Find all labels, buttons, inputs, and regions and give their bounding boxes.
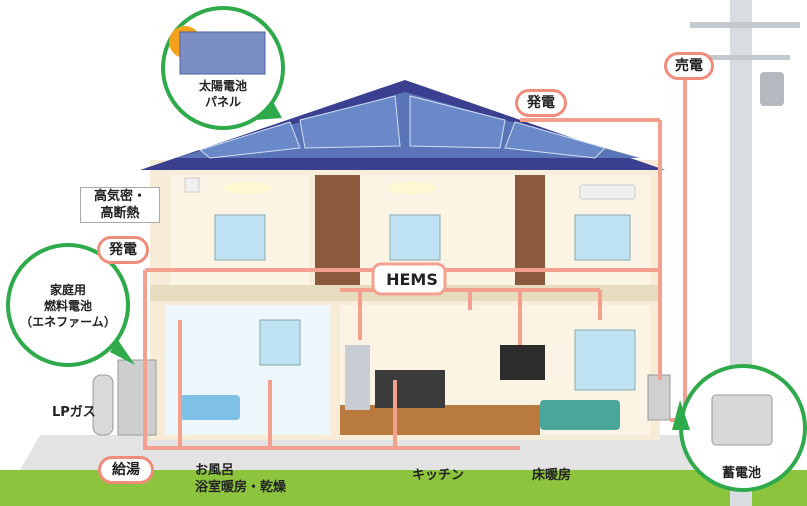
power-conditioner (647, 374, 671, 421)
fuel-cell-callout (6, 243, 130, 367)
roof-solar-panels (198, 95, 606, 159)
bathtub (180, 395, 240, 420)
lawn (0, 470, 807, 506)
hems-label: HEMS (386, 270, 438, 289)
insulation-label: 高気密・ 高断熱 (80, 187, 160, 223)
window-upper-left (214, 214, 266, 261)
fuel-cell-unit (117, 359, 157, 436)
storage-battery-label: 蓄電池 (722, 466, 762, 481)
solar-panel-label: 太陽電池 パネル (198, 79, 247, 109)
sell-power-label: 売電 (664, 52, 714, 80)
bath-label: お風呂 浴室暖房・乾燥 (195, 463, 287, 495)
solar-panel-icon (179, 31, 266, 75)
tv (500, 345, 545, 380)
lp-gas-cylinder (92, 374, 114, 436)
kitchen-label: キッチン (412, 468, 465, 483)
generation-left-label: 発電 (97, 236, 149, 264)
hems-box (371, 262, 447, 296)
battery-icon (711, 394, 773, 446)
floor-heating-label: 床暖房 (532, 468, 572, 483)
kitchen-counter (375, 370, 445, 408)
foundation-slab (20, 435, 720, 470)
generation-top-label: 発電 (515, 89, 567, 117)
transformer (760, 72, 784, 106)
window-upper-mid (389, 214, 441, 261)
window-upper-right (574, 214, 631, 261)
hot-water-label: 給湯 (98, 456, 154, 484)
fuel-cell-label: 家庭用 燃料電池 （エネファーム） (20, 283, 116, 329)
lp-gas-label: LPガス (52, 405, 96, 420)
sofa (540, 400, 620, 430)
fridge (345, 345, 370, 410)
